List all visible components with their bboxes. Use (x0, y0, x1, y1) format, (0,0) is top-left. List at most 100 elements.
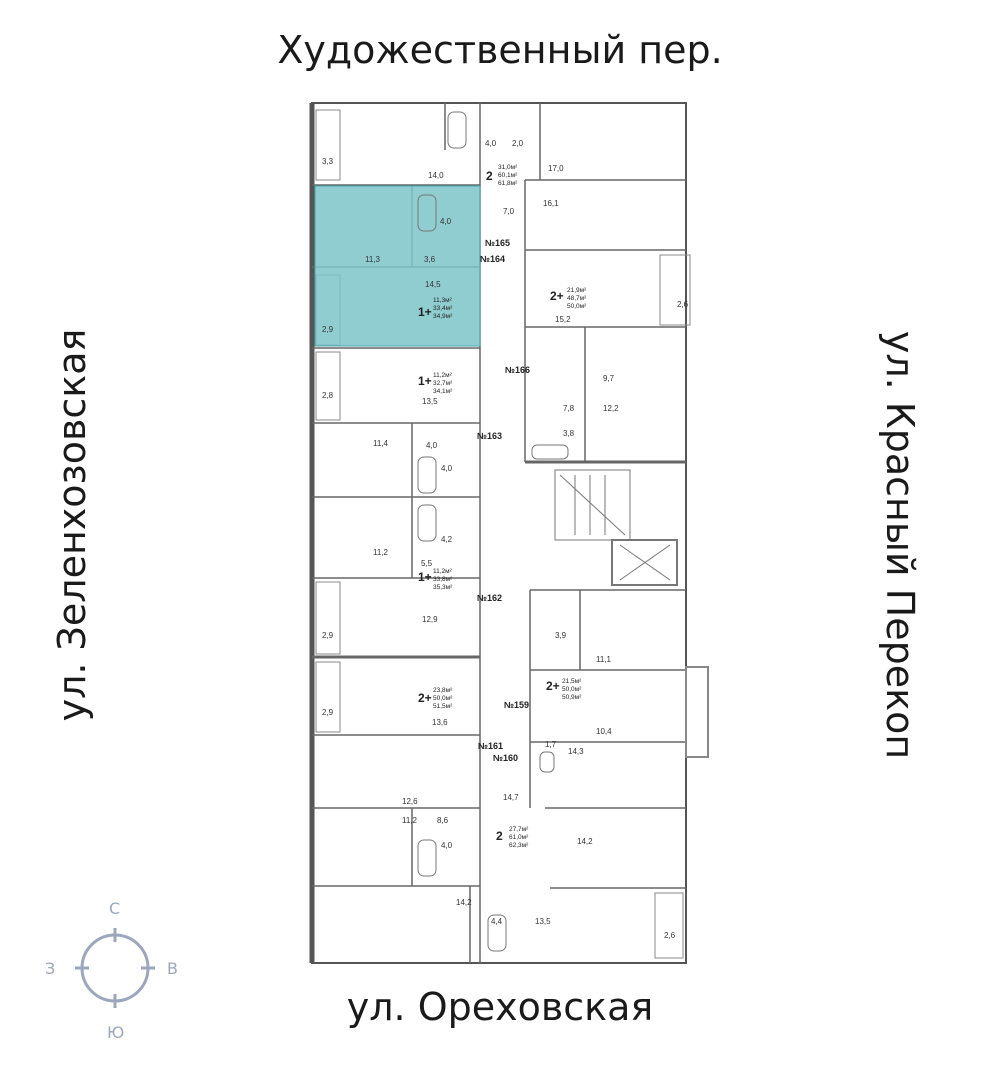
room-area: 1,7 (545, 740, 557, 749)
street-label-north: Художественный пер. (277, 28, 723, 72)
apartment-number: №163 (477, 431, 502, 441)
apartment-area: 61,8м² (498, 180, 518, 187)
apartment-area: 62,3м² (509, 842, 529, 849)
room-area: 2,6 (677, 300, 689, 309)
apartment-info-161[interactable]: 2+ 23,8м² 50,0м² 51,5м² (418, 687, 453, 710)
apartment-area: 61,0м² (509, 834, 529, 841)
apartment-info-166[interactable]: 2+ 21,9м² 48,7м² 50,0м² (550, 287, 587, 310)
room-area: 12,6 (402, 797, 418, 806)
apartment-type: 1+ (418, 570, 432, 584)
room-area: 2,9 (322, 631, 334, 640)
apartment-type: 2 (486, 169, 493, 183)
room-area: 4,0 (440, 217, 452, 226)
room-area: 3,3 (322, 157, 334, 166)
interior-walls (312, 103, 686, 963)
apartment-type: 1+ (418, 305, 432, 319)
apartment-area: 11,3м² (433, 297, 453, 304)
apartment-number: №160 (493, 753, 518, 763)
apartment-info-162[interactable]: 1+ 11,2м² 33,8м² 35,3м² (418, 568, 453, 591)
room-area: 2,9 (322, 325, 334, 334)
room-area: 2,8 (322, 391, 334, 400)
room-area: 14,5 (425, 280, 441, 289)
apartment-area: 51,5м² (433, 703, 453, 710)
apartment-area: 33,4м² (433, 305, 453, 312)
stair-core (554, 469, 678, 586)
compass-east: В (167, 959, 178, 978)
room-area: 11,2 (373, 548, 389, 557)
apartment-area: 60,1м² (498, 172, 518, 179)
room-area: 12,2 (603, 404, 619, 413)
room-area: 14,7 (503, 793, 519, 802)
room-area: 4,0 (485, 139, 497, 148)
room-area: 4,4 (491, 917, 503, 926)
room-area: 14,2 (456, 898, 472, 907)
room-area: 2,6 (664, 931, 676, 940)
room-area: 11,3 (365, 255, 381, 264)
apartment-area: 50,0м² (567, 303, 587, 310)
compass: С Ю З В (45, 899, 178, 1042)
apartment-area: 48,7м² (567, 295, 587, 302)
room-area: 8,6 (437, 816, 449, 825)
room-area: 7,8 (563, 404, 575, 413)
apartment-area: 11,2м² (433, 372, 453, 379)
room-area: 7,0 (503, 207, 515, 216)
compass-west: З (45, 959, 55, 978)
apartment-type: 2 (496, 829, 503, 843)
room-area: 17,0 (548, 164, 564, 173)
apartment-info-160[interactable]: 2 27,7м² 61,0м² 62,3м² (496, 826, 529, 849)
room-area: 13,6 (432, 718, 448, 727)
room-area: 14,2 (577, 837, 593, 846)
apartment-area: 21,5м² (562, 678, 582, 685)
apartment-area: 34,1м² (433, 388, 453, 395)
apartment-info-165[interactable]: 2 31,0м² 60,1м² 61,8м² (486, 164, 518, 187)
apartment-number: №159 (504, 700, 529, 710)
apartment-area: 33,8м² (433, 576, 453, 583)
apartment-type: 1+ (418, 374, 432, 388)
apartment-number: №165 (485, 238, 510, 248)
apartment-area: 32,7м² (433, 380, 453, 387)
room-area: 3,6 (424, 255, 436, 264)
apartment-info-163[interactable]: 1+ 11,2м² 32,7м² 34,1м² (418, 372, 453, 395)
room-area-labels: 3,3 4,0 2,0 17,0 14,0 16,1 7,0 4,0 11,3 … (322, 139, 689, 940)
apartment-area: 50,0м² (433, 695, 453, 702)
apartment-area: 23,8м² (433, 687, 453, 694)
apartment-info-164[interactable]: 1+ 11,3м² 33,4м² 34,9м² (418, 297, 453, 320)
room-area: 4,2 (441, 535, 453, 544)
apartment-number: №162 (477, 593, 502, 603)
room-area: 11,2 (402, 816, 418, 825)
bathroom-fixtures (417, 111, 569, 952)
room-area: 11,4 (373, 439, 389, 448)
apartment-type: 2+ (418, 691, 432, 705)
apartment-area: 35,3м² (433, 584, 453, 591)
apartment-area: 34,9м² (433, 313, 453, 320)
room-area: 4,0 (441, 464, 453, 473)
apartment-area: 50,9м² (562, 694, 582, 701)
compass-north: С (109, 899, 120, 918)
apartment-area: 31,0м² (498, 164, 518, 171)
apartment-number: №164 (480, 254, 505, 264)
street-label-south: ул. Ореховская (346, 985, 654, 1029)
selected-apartment-highlight[interactable] (314, 185, 481, 347)
building-outline (309, 102, 687, 964)
room-area: 10,4 (596, 727, 612, 736)
room-area: 3,8 (563, 429, 575, 438)
apartment-number: №161 (478, 741, 503, 751)
room-area: 12,9 (422, 615, 438, 624)
apartment-area: 27,7м² (509, 826, 529, 833)
apartment-info-159[interactable]: 2+ 21,5м² 50,0м² 50,9м² (546, 678, 582, 701)
room-area: 5,5 (421, 559, 433, 568)
apartment-area: 11,2м² (433, 568, 453, 575)
room-area: 14,3 (568, 747, 584, 756)
apartment-area: 21,9м² (567, 287, 587, 294)
room-area: 11,1 (596, 655, 612, 664)
room-area: 13,5 (535, 917, 551, 926)
apartment-numbers: №165 №164 №166 №163 №162 №159 №161 №160 (477, 238, 530, 763)
apartment-type: 2+ (546, 679, 560, 693)
room-area: 15,2 (555, 315, 571, 324)
room-area: 14,0 (428, 171, 444, 180)
apartment-number: №166 (505, 365, 530, 375)
room-area: 3,9 (555, 631, 567, 640)
apartment-area: 50,0м² (562, 686, 582, 693)
compass-ring-icon (80, 933, 150, 1003)
